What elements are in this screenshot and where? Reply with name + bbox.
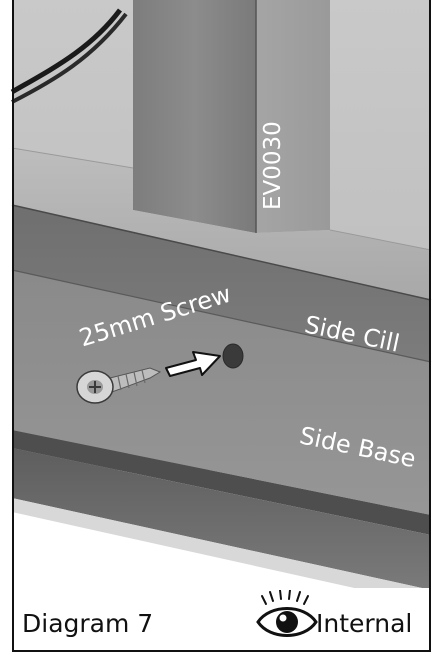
screw [76,367,162,404]
side-base-front [12,270,431,515]
screw-hole [222,343,244,369]
side-cill-front [12,205,431,362]
cill-edge [11,204,432,301]
view-side-label: Internal [316,609,413,638]
base-lower-face [12,448,431,590]
eye-icon [256,590,318,637]
upright-post-front [133,0,256,233]
diagram-number-label: Diagram 7 [22,609,154,638]
base-groove [12,430,431,535]
base-underside [12,498,431,605]
side-cill-top [12,148,431,300]
cable [11,12,128,104]
caption-bar [12,588,433,654]
cable [10,8,122,95]
base-edge [11,269,432,363]
direction-arrow [165,351,221,377]
component-code-label: EV0030 [260,121,286,210]
upright-post-side [256,0,330,233]
cill-top-edge [329,229,432,251]
cill-top-edge [11,147,134,169]
